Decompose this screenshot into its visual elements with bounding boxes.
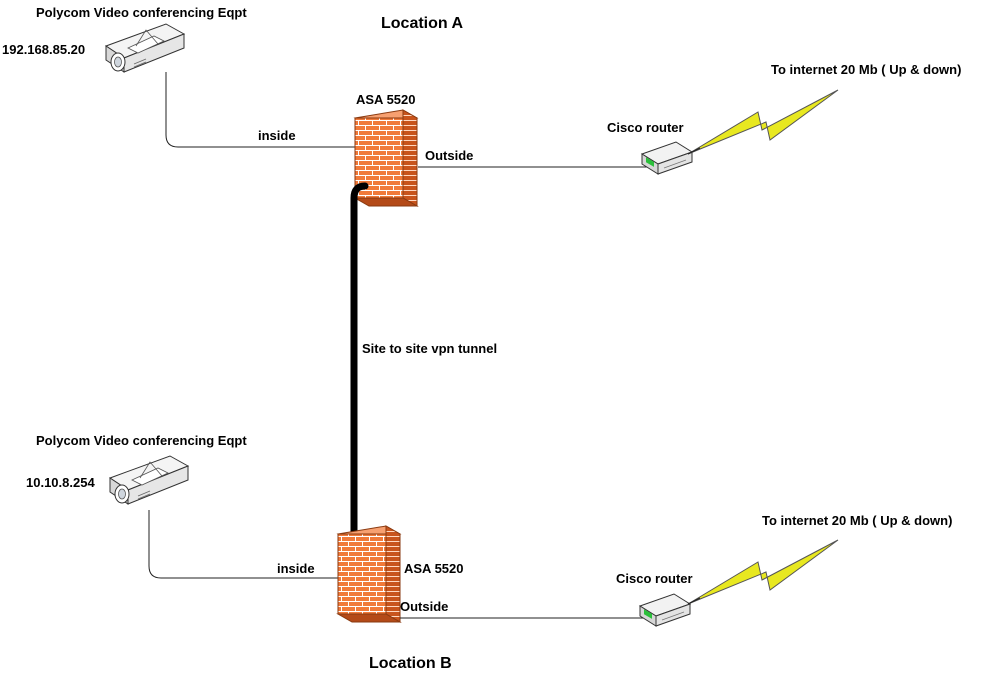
location-b-title: Location B (369, 655, 452, 672)
location-b-firewall-icon[interactable] (337, 525, 401, 623)
location-b-device-title: Polycom Video conferencing Eqpt (36, 433, 247, 448)
vpn-tunnel: Site to site vpn tunnel (350, 182, 497, 544)
location-a-firewall-icon[interactable] (354, 109, 418, 207)
location-b-firewall-label: ASA 5520 (404, 561, 464, 576)
location-b-inside-link (148, 510, 338, 579)
vpn-tunnel-line (350, 182, 369, 544)
location-a-device-ip: 192.168.85.20 (2, 42, 85, 57)
location-a-inside-label: inside (258, 128, 296, 143)
location-a-internet-label: To internet 20 Mb ( Up & down) (771, 62, 961, 77)
location-b-internet-link-icon (687, 539, 839, 605)
location-b-router-icon[interactable] (639, 593, 691, 627)
vpn-tunnel-label: Site to site vpn tunnel (362, 341, 497, 356)
location-a-title: Location A (381, 15, 464, 32)
location-a: Location A Polycom Video conferencing Eq… (2, 5, 961, 207)
location-a-video-conferencing-icon[interactable] (105, 23, 185, 73)
location-b-video-conferencing-icon[interactable] (109, 455, 189, 505)
location-b-internet-label: To internet 20 Mb ( Up & down) (762, 513, 952, 528)
location-a-outside-label: Outside (425, 148, 473, 163)
location-a-device-title: Polycom Video conferencing Eqpt (36, 5, 247, 20)
location-b-device-ip: 10.10.8.254 (26, 475, 95, 490)
location-b: Polycom Video conferencing Eqpt 10.10.8.… (26, 433, 952, 672)
location-a-firewall-label: ASA 5520 (356, 92, 416, 107)
location-a-router-label: Cisco router (607, 120, 684, 135)
location-a-inside-link (165, 72, 355, 148)
location-b-router-label: Cisco router (616, 571, 693, 586)
location-b-outside-label: Outside (400, 599, 448, 614)
location-a-internet-link-icon (687, 89, 839, 155)
location-a-router-icon[interactable] (641, 141, 693, 175)
location-b-inside-label: inside (277, 561, 315, 576)
